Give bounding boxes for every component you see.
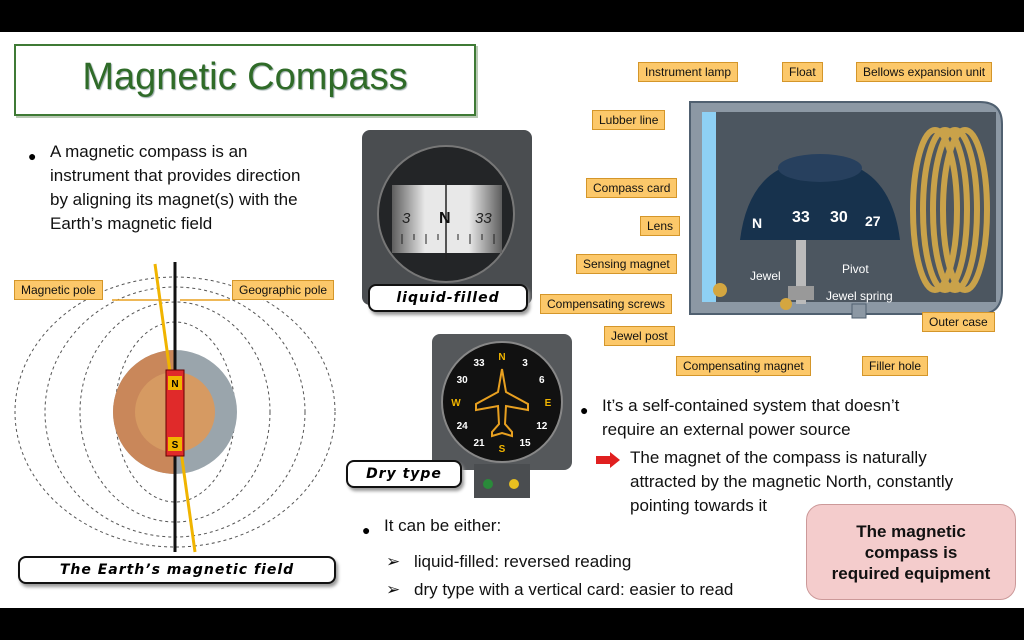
arrow-line: The magnet of the compass is naturally [630, 448, 927, 467]
dry-dial-mark: S [499, 444, 506, 455]
dry-airplane-icon [475, 368, 529, 438]
liquid-compass: 3 N 33 [362, 130, 532, 305]
cutaway-card-mark: N [752, 215, 762, 231]
power-line: require an external power source [602, 420, 851, 439]
cutaway-card-mark: 30 [830, 209, 848, 226]
sensing-magnet-shape [788, 286, 814, 300]
callout-outer-case: Outer case [922, 312, 995, 332]
power-bullet: It’s a self-contained system that doesn’… [602, 394, 899, 442]
compass-cutaway-diagram: N 33 30 27 Jewel Pivot Jewel spring [689, 101, 1003, 319]
dry-dial-mark: N [498, 352, 505, 363]
sub-bullet-arrow: ➢ [386, 552, 401, 571]
bellows-shape [910, 127, 990, 293]
lens-shape [702, 112, 716, 302]
required-line: compass is [864, 542, 958, 562]
slide: Magnetic Compass ● A magnetic compass is… [0, 32, 1024, 608]
filler-hole-shape [851, 303, 867, 319]
magnet-north-tag [168, 376, 182, 390]
intro-bullet: A magnetic compass is an instrument that… [50, 140, 360, 236]
dry-dial [441, 341, 563, 463]
float-shape [778, 154, 862, 182]
jewel-post-shape [796, 240, 806, 304]
callout-sensing-magnet: Sensing magnet [576, 254, 677, 274]
dry-dial-mark: 33 [473, 358, 485, 369]
compass-card-shape [740, 160, 900, 240]
intro-line: by aligning its magnet(s) with the [50, 190, 298, 209]
callout-lubber-line: Lubber line [592, 110, 666, 130]
callout-magnetic-pole: Magnetic pole [14, 280, 103, 300]
sub-bullet-arrow: ➢ [386, 580, 401, 599]
dry-yellow-knob [509, 479, 519, 489]
compensating-magnet-shape [780, 298, 792, 310]
north-letter: N [171, 379, 178, 390]
dry-dial-mark: 12 [536, 421, 548, 432]
callout-filler-hole: Filler hole [862, 356, 929, 376]
power-line: It’s a self-contained system that doesn’… [602, 396, 900, 415]
dry-green-knob [483, 479, 493, 489]
title-box: Magnetic Compass [14, 44, 476, 116]
dry-caption: Dry type [346, 460, 462, 488]
required-line: required equipment [831, 563, 991, 583]
compensating-screw-shape [713, 283, 727, 297]
required-equipment-box: The magnetic compass is required equipme… [806, 504, 1016, 600]
earth-caption: The Earth’s magnetic field [18, 556, 336, 584]
bullet-dot: ● [28, 148, 37, 164]
jewel-label: Jewel [750, 269, 781, 283]
dry-dial-mark: 21 [473, 438, 485, 449]
sub-bullet: dry type with a vertical card: easier to… [414, 580, 734, 599]
arrow-line: attracted by the magnetic North, constan… [630, 472, 954, 491]
liquid-card-mark: 3 [402, 210, 411, 227]
cutaway-card-mark: 27 [865, 213, 881, 229]
liquid-caption: liquid-filled [368, 284, 528, 312]
intro-line: instrument that provides direction [50, 166, 301, 185]
dry-dial-mark: 24 [457, 421, 469, 432]
callout-float: Float [782, 62, 823, 82]
callout-lens: Lens [640, 216, 681, 236]
bullet-dot: ● [580, 402, 589, 418]
dry-dial-mark: W [451, 398, 461, 409]
callout-compass-card: Compass card [586, 178, 678, 198]
south-letter: S [172, 440, 179, 451]
pivot-label: Pivot [842, 262, 869, 276]
dry-dial-marks: N 36E 12 15S 21 24 W 30 33 [451, 352, 551, 455]
dry-dial-mark: 6 [539, 375, 545, 386]
arrow-line: pointing towards it [630, 496, 768, 515]
callout-geographic-pole: Geographic pole [232, 280, 335, 300]
dry-dial-mark: 30 [457, 375, 469, 386]
bullet-dot: ● [362, 522, 371, 538]
callout-jewel-post: Jewel post [604, 326, 675, 346]
dry-dial-mark: 15 [519, 438, 531, 449]
liquid-ticks [401, 234, 495, 244]
callout-compensating-screws: Compensating screws [540, 294, 673, 314]
dry-dial-mark: 3 [522, 358, 528, 369]
intro-line: Earth’s magnetic field [50, 214, 213, 233]
jewel-spring-label: Jewel spring [826, 289, 893, 303]
required-line: The magnetic [856, 521, 966, 541]
liquid-card-mark: 33 [475, 210, 492, 227]
dry-dial-mark: E [545, 398, 552, 409]
liquid-card-shade [392, 185, 502, 253]
callout-instrument-lamp: Instrument lamp [638, 62, 739, 82]
arrow-note: The magnet of the compass is naturally a… [630, 446, 953, 518]
red-arrow-icon [596, 452, 620, 468]
earth-illustration: N S [14, 262, 336, 553]
liquid-card-mark: N [439, 210, 451, 227]
magnet-south-tag [168, 437, 182, 451]
dry-base [474, 464, 530, 498]
sub-bullet: liquid-filled: reversed reading [414, 552, 632, 571]
cutaway-card-mark: 33 [792, 209, 810, 226]
bar-magnet [165, 369, 185, 457]
page-title: Magnetic Compass [82, 56, 408, 98]
dry-compass: N 36E 12 15S 21 24 W 30 33 [432, 334, 572, 498]
intro-line: A magnetic compass is an [50, 142, 248, 161]
callout-compensating-magnet: Compensating magnet [676, 356, 811, 376]
either-bullet: It can be either: [384, 516, 502, 535]
callout-bellows: Bellows expansion unit [856, 62, 993, 82]
